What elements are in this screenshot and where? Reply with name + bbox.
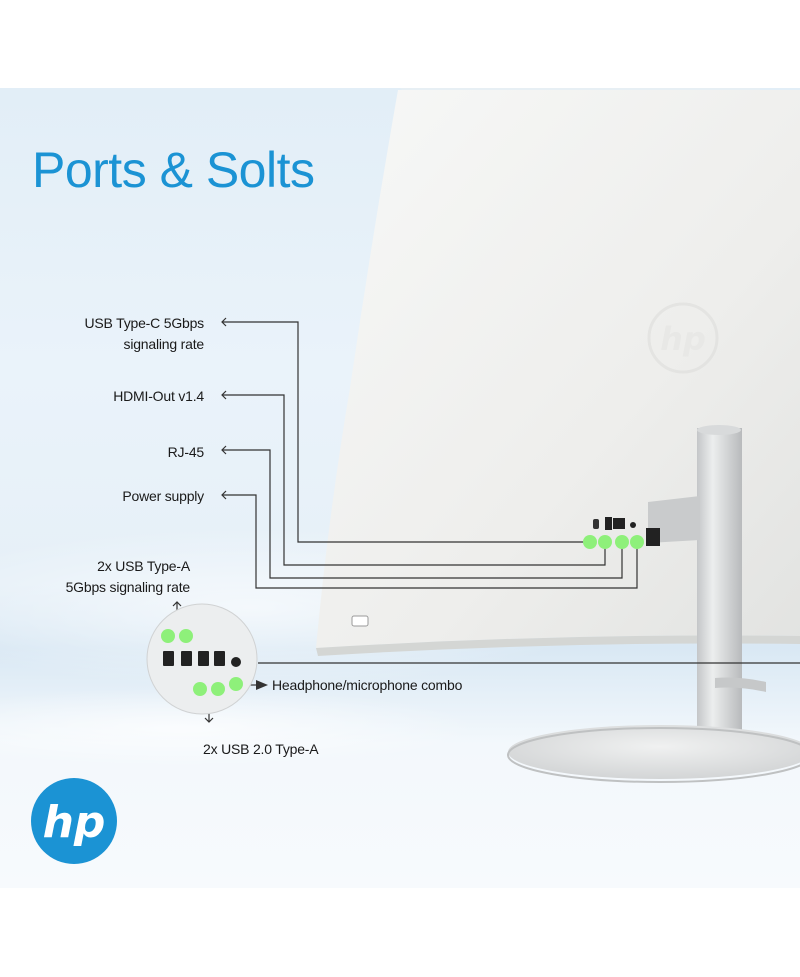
usb2-port-1: [198, 651, 209, 666]
usb-a-arrowhead: [172, 601, 182, 607]
usb2-port-2: [214, 651, 225, 666]
hp-logo: hp: [31, 778, 117, 864]
usb-a-label-line1: 2x USB Type-A: [97, 558, 190, 574]
page-title: Ports & Solts: [32, 142, 315, 198]
hdmi-arrowhead: [221, 390, 227, 400]
rj45-highlight: [615, 535, 629, 549]
stand-base: [508, 725, 800, 779]
rj45-leader-line: [222, 449, 623, 579]
power-highlight: [630, 535, 644, 549]
hdmi-highlight: [598, 535, 612, 549]
usb2-arrowhead: [204, 717, 214, 723]
usb-a-label: 2x USB Type-A 5Gbps signaling rate: [65, 556, 191, 598]
usb-c-label-line1: USB Type-C 5Gbps: [84, 315, 205, 331]
usb2-highlight-2: [211, 682, 225, 696]
headphone-jack: [231, 657, 241, 667]
usb-c-highlight: [583, 535, 597, 549]
hdmi-leader-line: [222, 394, 606, 566]
usb-a-label-line2: 5Gbps signaling rate: [65, 579, 191, 595]
power-arrowhead: [221, 490, 227, 500]
side-port-panel: [593, 517, 636, 530]
usb2-label: 2x USB 2.0 Type-A: [203, 741, 319, 757]
stand-bracket: [648, 496, 700, 543]
stand-bracket-clip: [646, 528, 660, 546]
usb-c-arrowhead: [221, 317, 227, 327]
usb-a-highlight-1: [161, 629, 175, 643]
hp-logo-text: hp: [43, 797, 106, 848]
svg-text:hp: hp: [660, 320, 706, 358]
stand-pole: [697, 428, 742, 746]
monitor-illustration: hp: [0, 88, 800, 864]
usb-c-port: [593, 519, 599, 529]
usb2-highlight-1: [193, 682, 207, 696]
stand-pole-top: [697, 425, 741, 435]
stand-base-rim: [507, 727, 800, 783]
ports-banner: hp: [0, 88, 800, 888]
headphone-highlight: [229, 677, 243, 691]
cable-ring: [715, 677, 766, 692]
usb-a-highlight-2: [179, 629, 193, 643]
power-leader-line: [222, 494, 638, 589]
monitor-button: [351, 615, 369, 627]
rj45-arrowhead: [221, 445, 227, 455]
headphone-arrowhead: [256, 680, 268, 690]
headphone-label: Headphone/microphone combo: [272, 677, 463, 693]
background-glow: [0, 688, 480, 768]
hdmi-label: HDMI-Out v1.4: [113, 388, 204, 404]
usb-c-label-line2: signaling rate: [123, 336, 205, 352]
monitor-edge: [316, 635, 800, 656]
hp-emboss-icon: hp: [647, 302, 719, 374]
hdmi-port: [605, 517, 612, 530]
rj45-port: [613, 518, 625, 529]
usb-c-label: USB Type-C 5Gbps signaling rate: [85, 313, 205, 355]
usb-c-leader-line: [222, 321, 590, 543]
usb-a-port-1: [163, 651, 174, 666]
zoomed-port-panel: [146, 603, 258, 715]
power-label: Power supply: [122, 488, 204, 504]
power-port: [630, 522, 636, 528]
rj45-label: RJ-45: [167, 444, 205, 460]
usb-a-port-2: [181, 651, 192, 666]
